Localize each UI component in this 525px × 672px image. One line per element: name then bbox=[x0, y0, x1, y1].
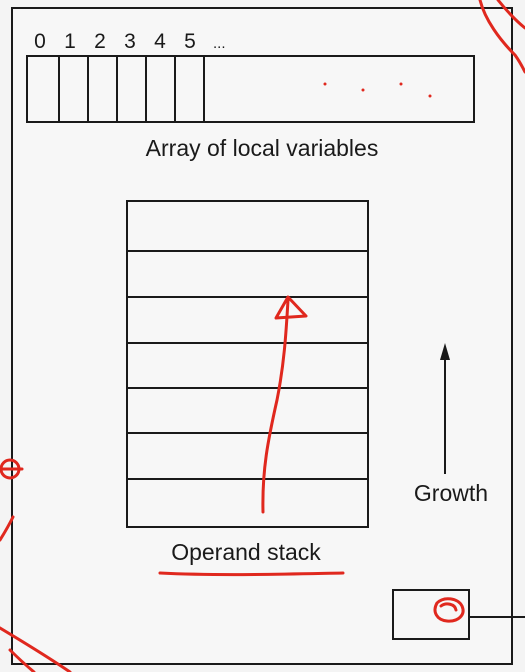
arrow-up-icon bbox=[440, 343, 450, 360]
operand-stack-label: Operand stack bbox=[171, 539, 321, 565]
growth-label: Growth bbox=[414, 480, 488, 506]
growth-arrow bbox=[440, 343, 450, 474]
index-label-0: 0 bbox=[34, 30, 46, 53]
annotation-top-right-scribble bbox=[478, 0, 525, 74]
local-variables-box bbox=[26, 55, 475, 123]
annotation-left-marks bbox=[0, 458, 72, 672]
index-label-1: 1 bbox=[64, 30, 76, 53]
local-variables-label: Array of local variables bbox=[146, 135, 379, 161]
index-label-2: 2 bbox=[94, 30, 106, 53]
operand-stack-underline bbox=[158, 571, 345, 577]
index-labels: 0 1 2 3 4 5 ... bbox=[34, 30, 225, 53]
annotation-top-right-scribble-2 bbox=[496, 0, 525, 30]
operand-stack bbox=[126, 200, 369, 528]
annotation-arrow bbox=[261, 295, 308, 514]
index-label-3: 3 bbox=[124, 30, 136, 53]
annotation-dots bbox=[323, 82, 432, 98]
index-label-5: 5 bbox=[184, 30, 196, 53]
annotation-circle-scribble bbox=[433, 597, 465, 623]
operand-stack-box bbox=[126, 200, 369, 528]
local-variables-array bbox=[26, 55, 475, 123]
index-ellipsis: ... bbox=[213, 35, 226, 52]
index-label-4: 4 bbox=[154, 30, 166, 53]
frame-reference-box bbox=[392, 589, 470, 640]
